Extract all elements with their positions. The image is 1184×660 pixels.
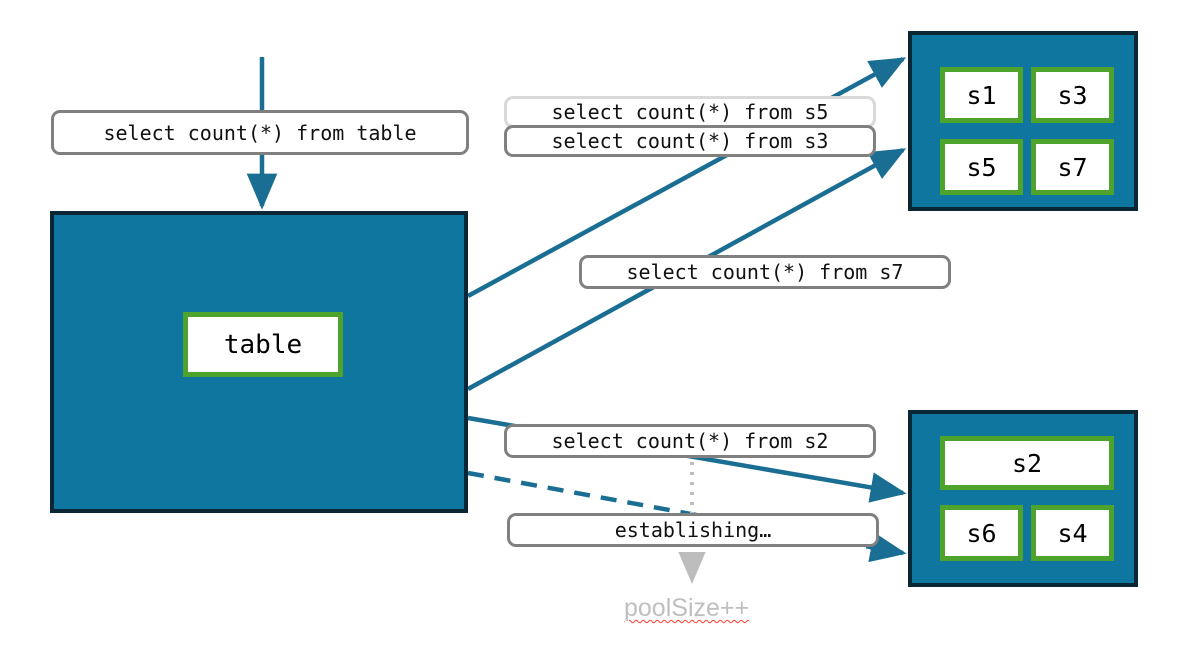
pool-slot-label: s5 <box>966 152 997 182</box>
query-label-text: select count(*) from s5 <box>551 100 829 124</box>
pool-slot-s4: s4 <box>1031 505 1114 561</box>
query-label-text: select count(*) from s2 <box>551 429 829 453</box>
pool-slot-label: s7 <box>1057 152 1088 182</box>
pool-slot-label: s1 <box>966 80 997 110</box>
pool-slot-s2: s2 <box>940 436 1114 490</box>
query-label-text: select count(*) from s7 <box>626 260 904 284</box>
status-label-establishing[interactable]: establishing… <box>507 513 879 547</box>
poolsize-note-text: poolSize++ <box>624 594 750 622</box>
table-slot-label: table <box>223 329 303 360</box>
poolsize-increment-note: poolSize++ <box>624 594 749 623</box>
status-label-text: establishing… <box>614 518 772 542</box>
pool-slot-label: s6 <box>966 518 997 548</box>
pool-slot-s7: s7 <box>1031 139 1114 195</box>
query-label-s7[interactable]: select count(*) from s7 <box>579 255 951 289</box>
query-label-s5[interactable]: select count(*) from s5 <box>504 96 876 128</box>
pool-slot-s3: s3 <box>1031 67 1114 123</box>
database-node: table <box>50 211 468 513</box>
query-label-table[interactable]: select count(*) from table <box>51 110 469 155</box>
pool-slot-label: s3 <box>1057 80 1088 110</box>
pool-bottom: s2 s6 s4 <box>908 410 1138 587</box>
pool-slot-s1: s1 <box>940 67 1023 123</box>
table-slot: table <box>183 312 343 377</box>
query-label-text: select count(*) from s3 <box>551 129 829 153</box>
query-label-s2[interactable]: select count(*) from s2 <box>504 424 876 458</box>
pool-slot-label: s2 <box>1011 448 1043 478</box>
pool-slot-label: s4 <box>1057 518 1088 548</box>
pool-slot-s5: s5 <box>940 139 1023 195</box>
query-label-s3[interactable]: select count(*) from s3 <box>504 125 876 157</box>
pool-top: s1 s3 s5 s7 <box>908 31 1138 211</box>
pool-slot-s6: s6 <box>940 505 1023 561</box>
query-label-text: select count(*) from table <box>103 120 417 145</box>
